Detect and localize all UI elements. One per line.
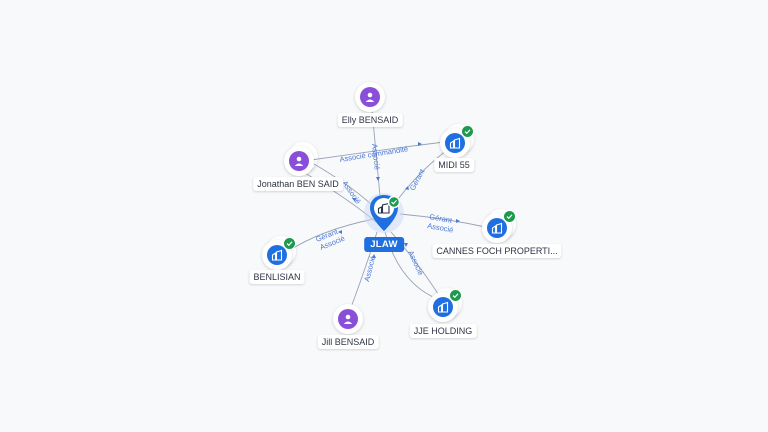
node-label-benlisian: BENLISIAN [249, 270, 305, 284]
arrow-head [404, 243, 408, 247]
edge-label-center-jje: Associé [406, 249, 425, 277]
node-circle [440, 124, 474, 158]
building-icon [445, 133, 465, 153]
center-node-label: JLAW [364, 237, 404, 252]
node-circle [262, 236, 296, 270]
edge-label-elly-center: Associé [370, 143, 382, 170]
arrow-head [352, 198, 356, 202]
center-pin-marker [364, 193, 404, 233]
node-circle [284, 142, 318, 176]
arrow-head [372, 254, 376, 258]
arrow-head [405, 186, 409, 190]
edge-label-midi-center: Gérant [408, 167, 427, 192]
arrow-head [456, 219, 460, 223]
arrow-head [338, 230, 342, 234]
edge-label-jonathan-center: Associé [340, 179, 362, 206]
verified-check-icon [449, 289, 462, 302]
verified-check-icon [387, 195, 401, 209]
edge-center-cannes [399, 213, 491, 229]
building-icon [433, 297, 453, 317]
person-icon [338, 309, 358, 329]
node-label-elly-bensaid: Elly BENSAID [337, 113, 403, 127]
verified-check-icon [503, 210, 516, 223]
arrow-head [418, 142, 422, 146]
node-label-jonathan-bensaid: Jonathan BEN SAID [253, 177, 343, 191]
arrow-head [376, 177, 380, 181]
node-circle [333, 304, 363, 334]
person-icon [360, 87, 380, 107]
node-circle [355, 82, 385, 112]
node-label-midi-55: MIDI 55 [434, 158, 474, 172]
node-label-jill-bensaid: Jill BENSAID [317, 335, 379, 349]
node-circle [482, 209, 516, 243]
node-label-cannes-foch: CANNES FOCH PROPERTI... [432, 244, 562, 258]
building-icon [487, 218, 507, 238]
person-icon [289, 151, 309, 171]
edge-label-center-cannes-2: Associé [427, 221, 454, 234]
verified-check-icon [461, 125, 474, 138]
edge-jonathan-center [313, 163, 373, 206]
node-label-jje-holding: JJE HOLDING [409, 324, 477, 338]
verified-check-icon [283, 237, 296, 250]
edge-label-jill-center: Associé [362, 255, 377, 283]
center-node-jlaw[interactable] [363, 191, 405, 244]
building-icon [267, 245, 287, 265]
edge-jonathan-midi [310, 141, 445, 161]
edge-label-center-cannes-1: Gérant [429, 212, 454, 225]
node-circle [428, 288, 462, 322]
